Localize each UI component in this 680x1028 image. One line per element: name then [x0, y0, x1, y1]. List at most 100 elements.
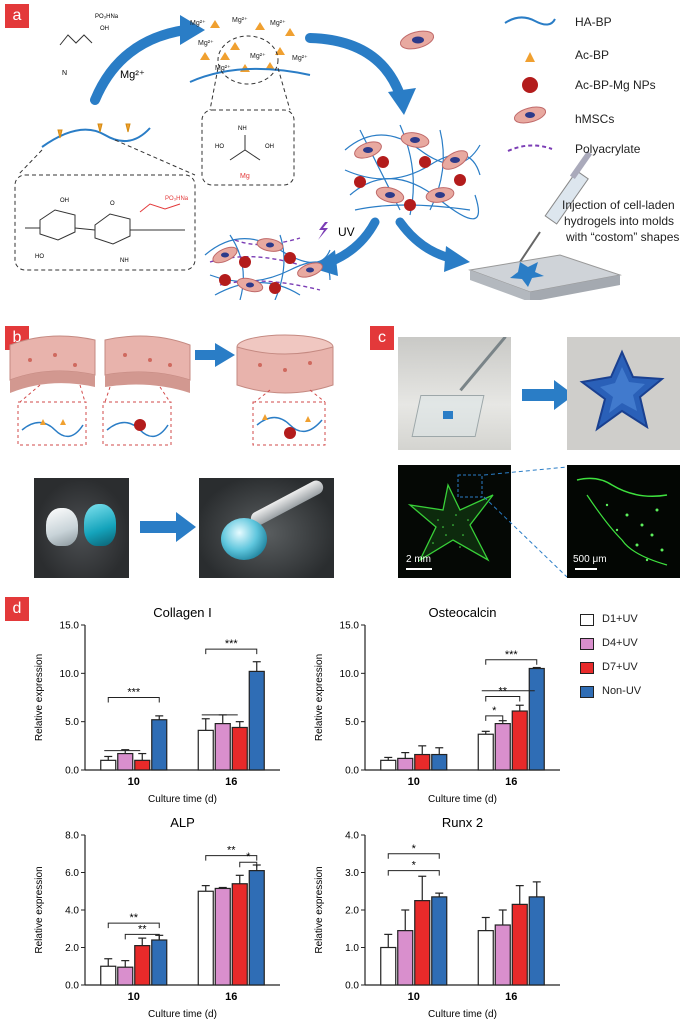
legend-polyacrylate-icon	[507, 144, 553, 152]
svg-text:NH: NH	[120, 258, 129, 264]
y-tick-label: 6.0	[65, 868, 79, 879]
mg-ion-4: Mg²⁺	[198, 40, 214, 47]
mg-ion-5: Mg²⁺	[292, 55, 308, 62]
legend-hmsc-icon	[513, 106, 547, 124]
bar	[431, 896, 448, 986]
bar	[511, 903, 528, 986]
photo-healed-hydrogel	[199, 478, 334, 578]
panel-b-schematic	[9, 334, 334, 446]
significance-bracket	[124, 933, 160, 940]
photo-injection	[398, 337, 511, 450]
bar	[414, 900, 431, 986]
legend-d: D1+UV D4+UV D7+UV Non-UV	[580, 612, 675, 712]
scale-bar-label-500um: 500 μm	[573, 554, 607, 565]
x-tick-label: 10	[408, 991, 420, 1003]
significance-label: ***	[127, 687, 141, 699]
uv-lightning-icon	[318, 222, 328, 240]
svg-text:HO: HO	[215, 144, 224, 150]
bar	[397, 757, 414, 771]
y-tick-label: 1.0	[345, 943, 359, 954]
legend-swatch-d4	[580, 638, 594, 650]
bar	[197, 729, 214, 771]
x-tick-label: 16	[505, 776, 517, 788]
mg-ion-1: Mg²⁺	[190, 20, 206, 27]
bar	[231, 883, 248, 986]
panel-label-d: d	[5, 597, 29, 621]
y-tick-label: 15.0	[60, 621, 80, 632]
y-tick-label: 0.0	[345, 766, 359, 777]
injection-text-2: hydrogels into molds	[564, 214, 675, 228]
panel-label-c: c	[370, 326, 394, 350]
mg-ion-3: Mg²⁺	[270, 20, 286, 27]
bar	[197, 890, 214, 986]
bar	[100, 965, 117, 986]
bar	[134, 759, 151, 771]
legend-label-ac-bp: Ac-BP	[575, 48, 610, 62]
y-tick-label: 15.0	[340, 621, 360, 632]
bar	[380, 946, 397, 986]
chart-title: Collagen I	[153, 605, 212, 620]
chem-group-label: PO₃HNa	[95, 14, 119, 20]
significance-bracket	[387, 853, 440, 859]
legend-ha-bp-icon	[504, 16, 556, 26]
arrow-head-4	[444, 246, 470, 272]
significance-bracket	[387, 870, 440, 876]
bar	[528, 896, 545, 986]
bar	[477, 930, 494, 986]
uv-label: UV	[338, 225, 355, 239]
legend-a-icons	[504, 16, 556, 152]
y-tick-label: 4.0	[65, 906, 79, 917]
y-axis-label: Relative expression	[34, 866, 45, 953]
x-axis-label: Culture time (d)	[428, 1009, 497, 1020]
bar	[477, 733, 494, 771]
y-tick-label: 2.0	[65, 943, 79, 954]
bar	[231, 726, 248, 771]
mg-atom-label: Mg	[240, 173, 250, 180]
bar	[414, 753, 431, 771]
svg-text:O: O	[110, 201, 115, 207]
bar	[431, 753, 448, 771]
svg-text:HO: HO	[35, 254, 44, 260]
significance-bracket	[485, 696, 521, 702]
bar	[511, 710, 528, 771]
x-tick-label: 10	[128, 991, 140, 1003]
legend-label-hmsc: hMSCs	[575, 112, 615, 126]
y-tick-label: 0.0	[65, 981, 79, 992]
panel-a-schematic: OH O HO NH PO₃HNa N PO₃HNa OH Mg²⁺ Mg²⁺ …	[14, 14, 622, 300]
x-axis-label: Culture time (d)	[148, 794, 217, 805]
legend-label-d7: D7+UV	[602, 661, 638, 673]
y-tick-label: 8.0	[65, 831, 79, 842]
significance-label: **	[227, 845, 236, 857]
bar	[151, 719, 168, 771]
legend-label-d4: D4+UV	[602, 637, 638, 649]
star-shape	[510, 262, 544, 287]
arrow-b-bottom	[140, 512, 196, 542]
legend-swatch-d7	[580, 662, 594, 674]
x-axis-label: Culture time (d)	[148, 1009, 217, 1020]
arrow-curve-1	[90, 25, 190, 105]
y-tick-label: 5.0	[65, 717, 79, 728]
significance-bracket	[485, 659, 538, 665]
y-tick-label: 2.0	[345, 906, 359, 917]
x-tick-label: 16	[505, 991, 517, 1003]
bar	[248, 670, 265, 771]
significance-label: *	[492, 705, 497, 717]
ha-bp-chain	[41, 127, 151, 148]
significance-bracket	[485, 715, 504, 721]
molecule-zoom-box	[14, 174, 196, 271]
x-axis-label: Culture time (d)	[428, 794, 497, 805]
arrow-head-1	[180, 15, 205, 45]
significance-label: **	[138, 923, 147, 935]
significance-bracket	[205, 648, 258, 655]
bar	[380, 759, 397, 771]
bar	[494, 722, 511, 771]
photo-hydrogel-halves	[34, 478, 129, 578]
legend-ac-bp-icon	[525, 52, 535, 62]
legend-label-polyacrylate: Polyacrylate	[575, 142, 641, 156]
significance-label: **	[129, 912, 138, 924]
significance-bracket	[239, 861, 258, 868]
chart-title: ALP	[170, 815, 195, 830]
bar	[528, 667, 545, 771]
